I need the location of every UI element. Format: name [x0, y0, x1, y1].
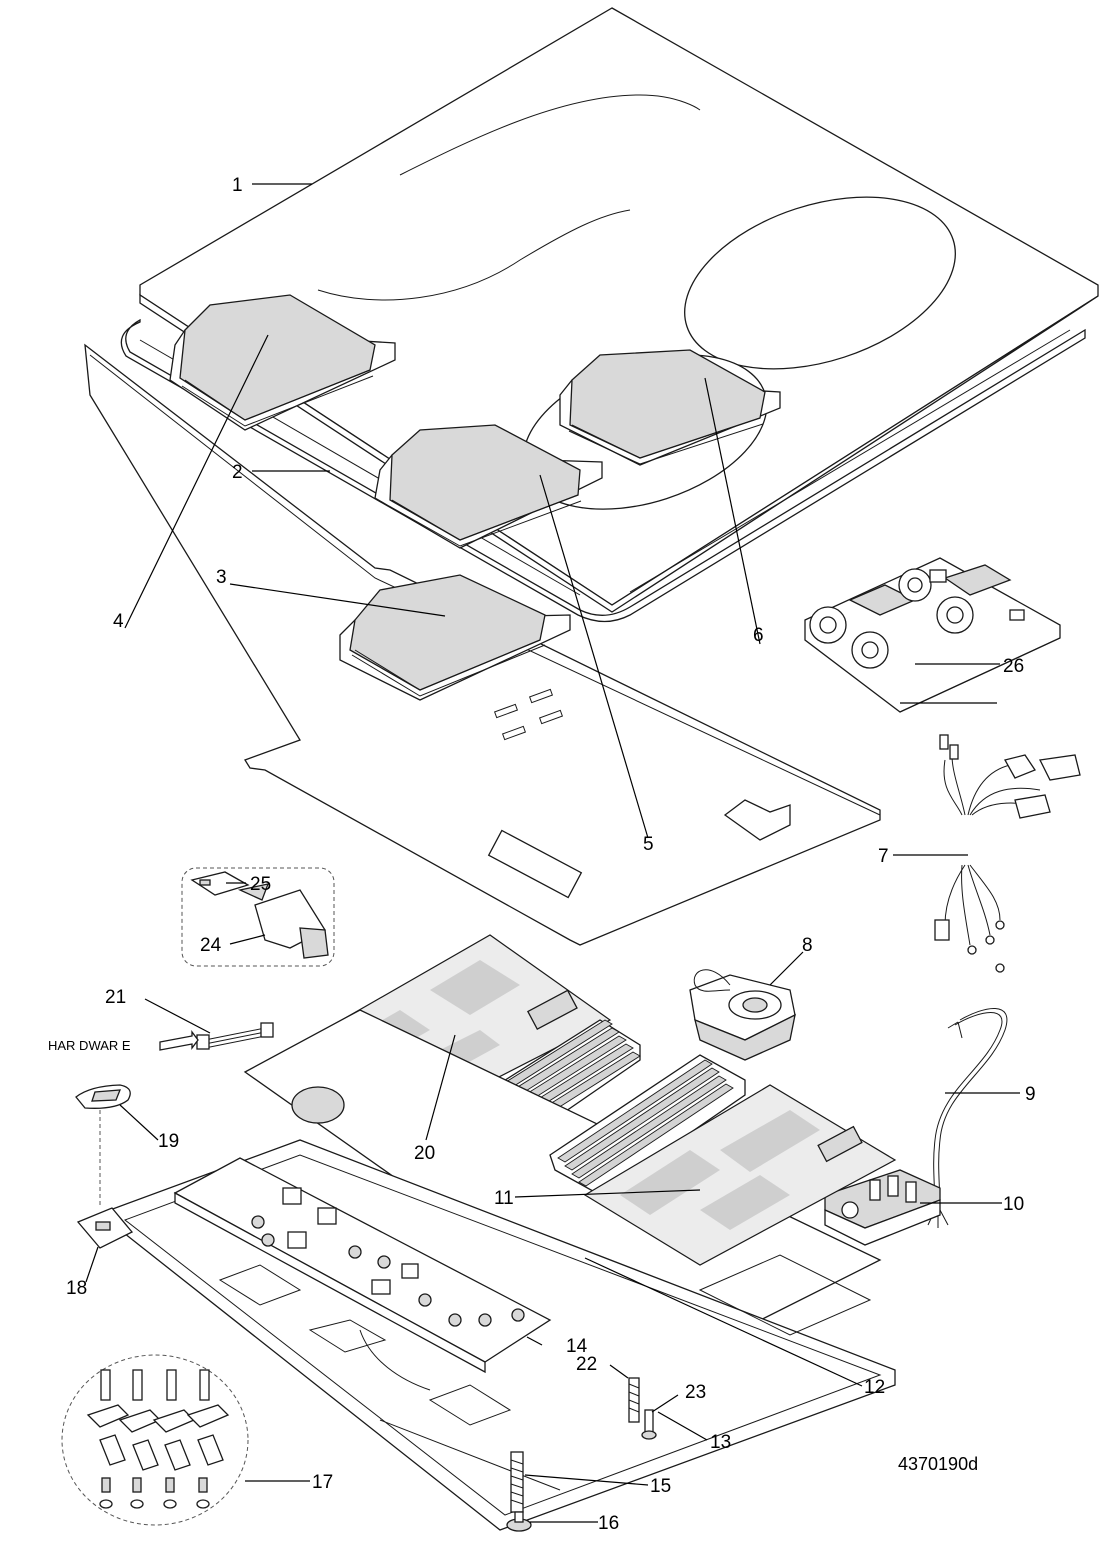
part-3-inductor	[339, 574, 571, 701]
part-4-inductor	[169, 294, 396, 431]
callout-18: 18	[66, 1278, 87, 1299]
callout-11: 11	[494, 1188, 514, 1209]
callout-6: 6	[753, 625, 764, 646]
part-21-ribbon-cable	[159, 1022, 274, 1051]
callout-21: 21	[105, 987, 126, 1008]
part-8-fan	[689, 969, 796, 1061]
part-11-power-board	[549, 1054, 897, 1266]
callout-14: 14	[566, 1336, 588, 1357]
callout-2: 2	[232, 462, 243, 483]
callout-10: 10	[1003, 1194, 1024, 1215]
part-18-bracket	[76, 1207, 134, 1249]
fastener-row-brackets	[99, 1434, 224, 1471]
callout-8: 8	[802, 935, 813, 956]
callout-23: 23	[685, 1382, 706, 1403]
callout-9: 9	[1025, 1084, 1036, 1105]
heat-sink-fins-11	[557, 1059, 734, 1187]
callout-3: 3	[216, 567, 227, 588]
part-10-terminal-block	[824, 1169, 941, 1246]
callout-25: 25	[250, 874, 271, 895]
part-9-power-cable	[927, 1008, 1008, 1228]
part-22-spring	[628, 1377, 640, 1423]
callout-24: 24	[200, 935, 222, 956]
callout-16: 16	[598, 1513, 619, 1534]
callout-26: 26	[1003, 656, 1024, 677]
callout-4: 4	[113, 611, 124, 632]
callout-17: 17	[312, 1472, 333, 1493]
callout-20: 20	[414, 1143, 435, 1164]
callout-15: 15	[650, 1476, 671, 1497]
callout-7: 7	[878, 846, 889, 867]
callout-19: 19	[158, 1131, 179, 1152]
callout-labels: 1 2 3 4 5 6 7 8 9 10 11 12 13 14 15 16 1…	[66, 175, 1036, 1534]
callout-5: 5	[643, 834, 654, 855]
fastener-row-screws	[99, 1477, 210, 1509]
callout-22: 22	[576, 1354, 597, 1375]
part-17-fastener-kit	[61, 1354, 249, 1526]
callout-1: 1	[232, 175, 243, 196]
part-7-wiring-harness	[934, 734, 1081, 973]
part-16-foot	[506, 1511, 532, 1532]
hardware-label: HAR DWAR E	[48, 1038, 131, 1053]
part-19-cap	[75, 1084, 131, 1109]
part-5-inductor	[374, 424, 603, 549]
part-26-control-board	[804, 557, 1061, 713]
part-15-spring	[510, 1451, 524, 1513]
fastener-row-pins	[100, 1369, 210, 1401]
leader-lines	[85, 183, 1020, 1523]
callout-12: 12	[864, 1377, 885, 1398]
callout-13: 13	[710, 1432, 731, 1453]
fastener-row-clips	[86, 1404, 230, 1433]
part-24-25-kit	[181, 867, 335, 967]
part-14-touch-board	[173, 1157, 552, 1374]
drawing-code: 4370190d	[898, 1454, 978, 1474]
part-23-screw	[641, 1409, 657, 1440]
